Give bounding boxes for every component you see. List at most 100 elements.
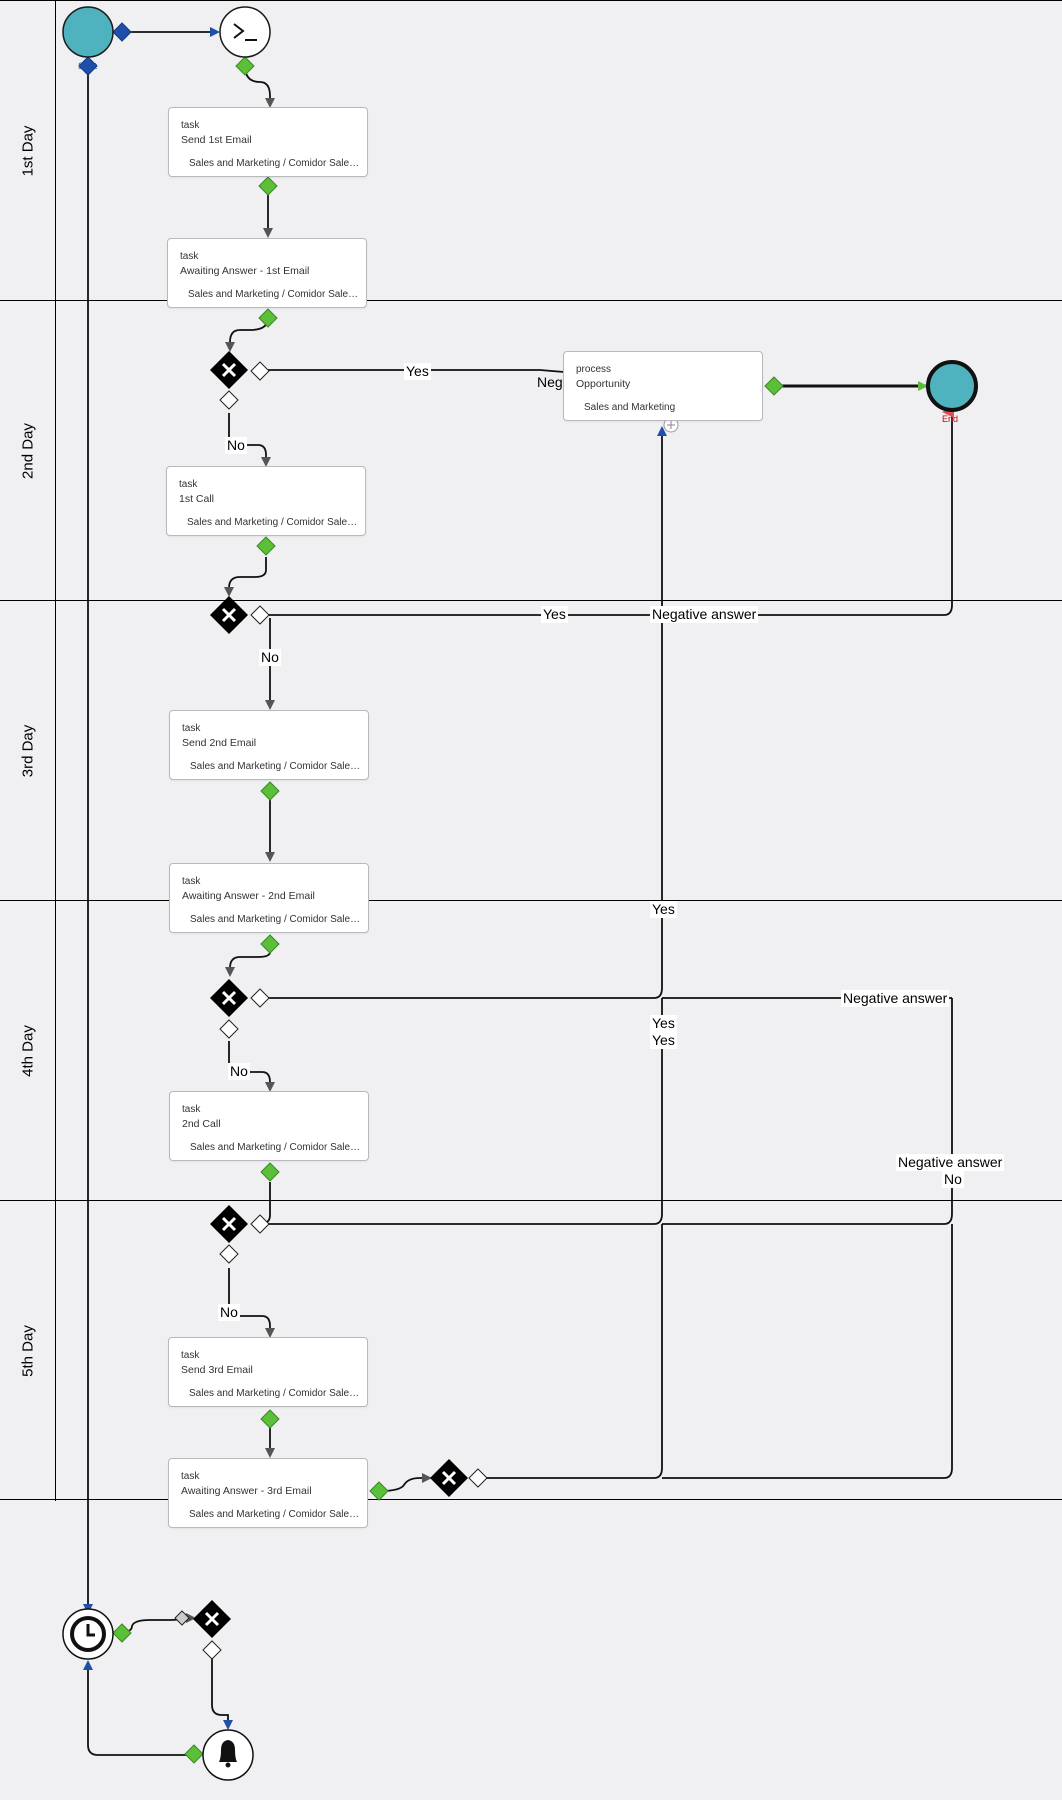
connector-diamond (260, 934, 280, 954)
edge-label-negative: Negative answer (896, 1154, 1005, 1171)
task-1st-call[interactable]: task 1st Call Sales and Marketing / Comi… (166, 466, 366, 536)
task-name: Send 3rd Email (181, 1364, 253, 1376)
task-lane: Sales and Marketing / Comidor Sales ... (187, 517, 361, 528)
edge-label-no: No (225, 437, 247, 454)
exclusive-gateway-x-icon (210, 351, 248, 389)
connector-diamond (256, 536, 276, 556)
lane-header (0, 601, 56, 901)
lane-header (0, 301, 56, 601)
task-type: task (180, 251, 199, 262)
clock-icon (62, 1608, 114, 1660)
task-type: task (181, 1350, 200, 1361)
end-event-label: End (942, 414, 959, 424)
flow-gw3-no (228, 1041, 275, 1092)
task-type: task (181, 120, 200, 131)
connector-diamond (468, 1468, 488, 1488)
connector-diamond (260, 1162, 280, 1182)
task-2nd-call[interactable]: task 2nd Call Sales and Marketing / Comi… (169, 1091, 369, 1161)
lane-header (0, 1, 56, 301)
flow-gw1-yes (268, 369, 565, 373)
flow-gw6-bell (211, 1658, 233, 1730)
flow-gw3-right (268, 426, 667, 999)
task-type: task (182, 1104, 201, 1115)
connector-diamond (258, 176, 278, 196)
connector-diamond (202, 1640, 222, 1660)
task-name: Opportunity (576, 378, 631, 390)
connector-diamond (258, 308, 278, 328)
edge-label-negative: Negative answer (841, 990, 950, 1007)
task-name: 2nd Call (182, 1118, 221, 1130)
connector-diamond (112, 1623, 132, 1643)
edge-label-yes: Yes (541, 606, 568, 623)
exclusive-gateway-x-icon (430, 1459, 468, 1497)
lane-4th-day: 4th Day (0, 900, 1062, 1201)
connector-diamond (112, 22, 132, 42)
task-type: task (182, 723, 201, 734)
connector-diamond (369, 1481, 389, 1501)
task-lane: Sales and Marketing / Comidor Sales ... (189, 158, 363, 169)
task-type: task (181, 1471, 200, 1482)
task-lane: Sales and Marketing (584, 402, 676, 413)
edge-label-no: No (942, 1171, 964, 1188)
connector-diamond (219, 390, 239, 410)
task-send-2nd-email[interactable]: task Send 2nd Email Sales and Marketing … (169, 710, 369, 780)
flow-gw1-no (228, 413, 271, 467)
task-name: Awaiting Answer - 3rd Email (181, 1485, 312, 1497)
connector-diamond (250, 1214, 270, 1234)
task-awaiting-2nd-email[interactable]: task Awaiting Answer - 2nd Email Sales a… (169, 863, 369, 933)
exclusive-gateway-x-icon (210, 979, 248, 1017)
connector-diamond (764, 376, 784, 396)
task-awaiting-3rd-email[interactable]: task Awaiting Answer - 3rd Email Sales a… (168, 1458, 368, 1528)
lane-3rd-day: 3rd Day (0, 600, 1062, 901)
task-send-1st-email[interactable]: task Send 1st Email Sales and Marketing … (168, 107, 368, 177)
exclusive-gateway-x-icon (193, 1600, 231, 1638)
connector-diamond (174, 1610, 190, 1626)
flow-gw5-neg (662, 1224, 953, 1479)
connector-diamond (250, 605, 270, 625)
task-type: task (179, 479, 198, 490)
lane-header (0, 901, 56, 1201)
end-event (926, 360, 978, 412)
connector-diamond (260, 1409, 280, 1429)
process-opportunity[interactable]: process Opportunity Sales and Marketing (563, 351, 763, 421)
task-lane: Sales and Marketing / Comidor Sales ... (189, 1509, 363, 1520)
edge-label-yes: Yes (404, 363, 431, 380)
bell-icon (202, 1729, 254, 1781)
connector-diamond (219, 1244, 239, 1264)
exclusive-gateway-x-icon (210, 596, 248, 634)
edge-label-no: No (228, 1063, 250, 1080)
task-lane: Sales and Marketing / Comidor Sales ... (188, 289, 362, 300)
task-name: Send 1st Email (181, 134, 252, 146)
task-send-3rd-email[interactable]: task Send 3rd Email Sales and Marketing … (168, 1337, 368, 1407)
edge-label-yes: Yes (650, 1015, 677, 1032)
connector-diamond (235, 56, 255, 76)
lane-header (0, 1201, 56, 1501)
edge-label-no: No (218, 1304, 240, 1321)
flow-await2-gw3 (225, 951, 271, 977)
flow-await3-gw5 (379, 1473, 432, 1492)
connector-diamond (250, 361, 270, 381)
task-name: 1st Call (179, 493, 215, 505)
lane-2nd-day: 2nd Day (0, 300, 1062, 601)
edge-label-yes: Yes (650, 901, 677, 918)
start-event-label: Start (78, 61, 98, 71)
task-awaiting-1st-email[interactable]: task Awaiting Answer - 1st Email Sales a… (167, 238, 367, 308)
task-type: process (576, 364, 612, 375)
lane-5th-day: 5th Day (0, 1200, 1062, 1501)
start-event (62, 6, 114, 58)
task-lane: Sales and Marketing / Comidor Sales ... (190, 1142, 364, 1153)
task-name: Awaiting Answer - 1st Email (180, 265, 310, 277)
task-name: Send 2nd Email (182, 737, 257, 749)
connector-diamond (78, 56, 98, 76)
task-lane: Sales and Marketing / Comidor Sales ... (189, 1388, 363, 1399)
connector-diamond (184, 1744, 204, 1764)
flow-gw4-no (228, 1268, 275, 1338)
connector-diamond (250, 988, 270, 1008)
flow-await1-gw1 (225, 317, 269, 352)
task-lane: Sales and Marketing / Comidor Sales ... (190, 761, 364, 772)
flow-call1-gw2 (224, 557, 267, 597)
exclusive-gateway-x-icon (210, 1205, 248, 1243)
flow-gw4-neg (662, 998, 953, 1225)
